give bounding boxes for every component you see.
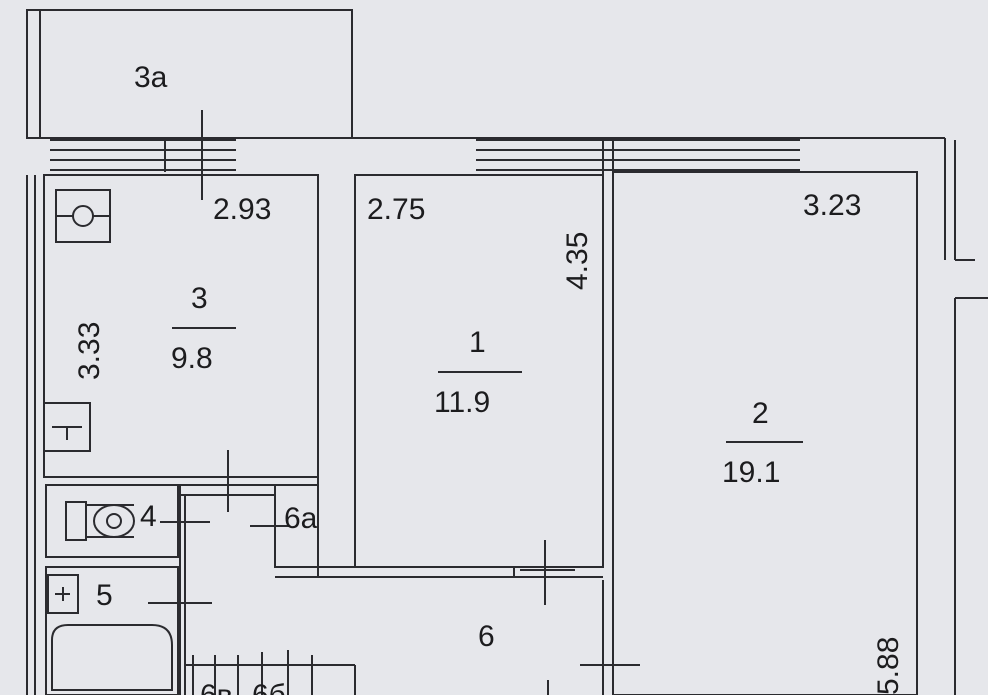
room-5-outline [45, 566, 179, 695]
room-1-depth-dimension: 4.35 [561, 232, 594, 290]
room-3-width-dimension: 2.93 [213, 193, 271, 226]
room-4-number: 4 [140, 500, 157, 533]
room-6a-number: 6а [284, 502, 318, 535]
room-6-number: 6 [478, 620, 495, 653]
room-2-depth-dimension: 5.88 [872, 637, 905, 695]
room-3-depth-dimension: 3.33 [73, 322, 106, 380]
bathtub-icon [51, 624, 173, 691]
room-1-width-dimension: 2.75 [367, 193, 425, 226]
sink-icon [43, 402, 91, 452]
balcony-outline [26, 9, 353, 139]
room-1-area: 11.9 [434, 386, 490, 419]
room-3-area: 9.8 [171, 342, 213, 375]
room-6v-number: 6в [200, 679, 233, 695]
washbasin-icon [47, 574, 79, 614]
room-2-area: 19.1 [722, 456, 780, 489]
room-3-outline [43, 174, 319, 478]
room-2-number: 2 [752, 397, 769, 430]
room-2-outline [612, 171, 918, 695]
room-2-width-dimension: 3.23 [803, 189, 861, 222]
toilet-tank-icon [65, 501, 87, 541]
room-5-number: 5 [96, 579, 113, 612]
room-1-number: 1 [469, 326, 486, 359]
room-3-number: 3 [191, 282, 208, 315]
window-strip-right [476, 139, 800, 171]
toilet-bowl-icon [93, 504, 135, 538]
window-strip-left [50, 139, 236, 172]
room-3a-label: 3а [134, 61, 168, 94]
room-6b-number: 6б [252, 679, 286, 695]
